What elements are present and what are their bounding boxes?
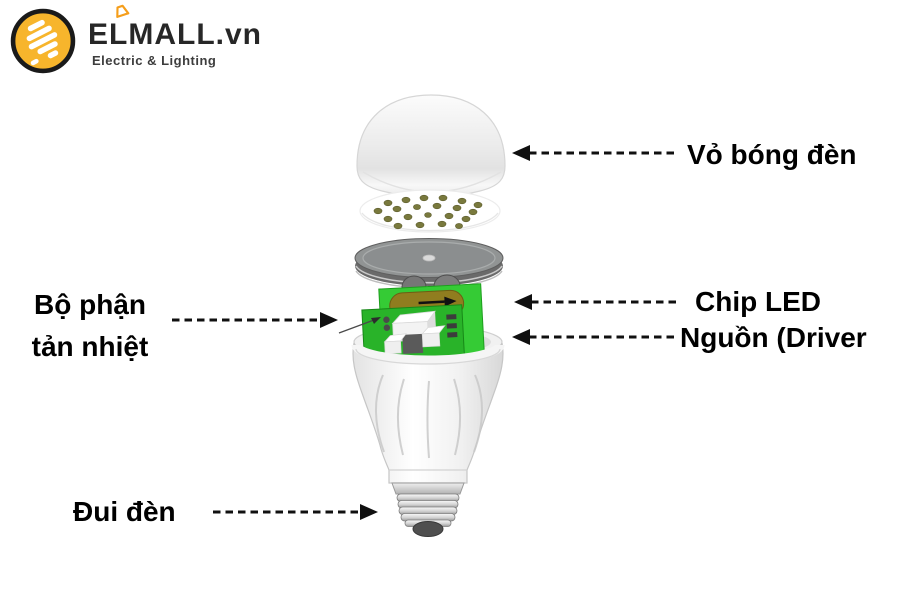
label-heat-sink-line1: Bộ phận [34,289,146,320]
label-driver: Nguồn (Driver [680,322,867,353]
label-heat-sink-line2: tản nhiệt [31,331,149,362]
brand-tagline: Electric & Lighting [92,53,217,68]
label-bulb-cover: Vỏ bóng đèn [687,139,857,170]
arrow-heads [320,145,532,520]
bulb-dome-cover [356,94,506,199]
lamp-mark-icon [116,4,130,18]
brand-header: ELMALL.vn Electric & Lighting [8,4,262,76]
label-lamp-base: Đui đèn [73,496,176,527]
elmall-logo-icon [10,8,76,74]
leader-line [338,317,381,334]
brand-text: ELMALL.vn Electric & Lighting [88,4,262,68]
heat-sink-grooves [375,374,483,459]
led-chip-plate [359,189,501,233]
screw-base [391,482,465,537]
heat-sink-body [351,342,505,484]
label-chip-led: Chip LED [695,286,821,317]
brand-wordmark: ELMALL.vn [88,18,262,51]
label-heat-sink: Bộ phận tản nhiệt [16,284,164,368]
led-chips [373,194,483,230]
metal-disc [354,238,504,289]
